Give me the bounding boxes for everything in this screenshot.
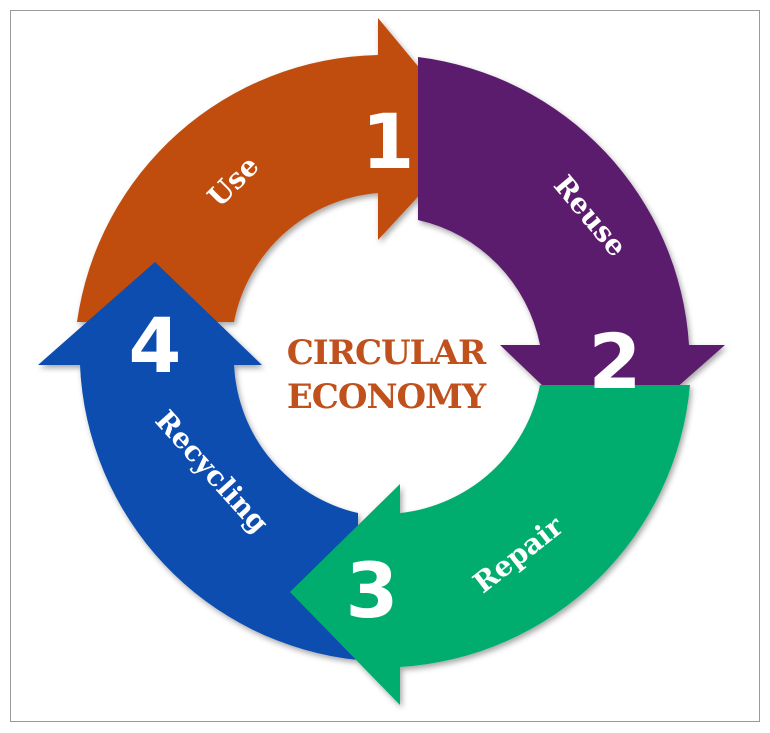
segment-4-arrow (38, 262, 358, 660)
segment-1-arrow (77, 18, 475, 322)
segment-1-number: 1 (362, 97, 415, 186)
center-title-line-2: ECONOMY (287, 377, 487, 417)
segment-2-arrow (418, 57, 725, 448)
segment-3-number: 3 (346, 546, 399, 635)
segment-4-number: 4 (129, 301, 182, 390)
center-title-line-1: CIRCULAR (287, 333, 487, 373)
segment-2-number: 2 (589, 317, 642, 406)
segment-3-arrow (290, 385, 690, 705)
